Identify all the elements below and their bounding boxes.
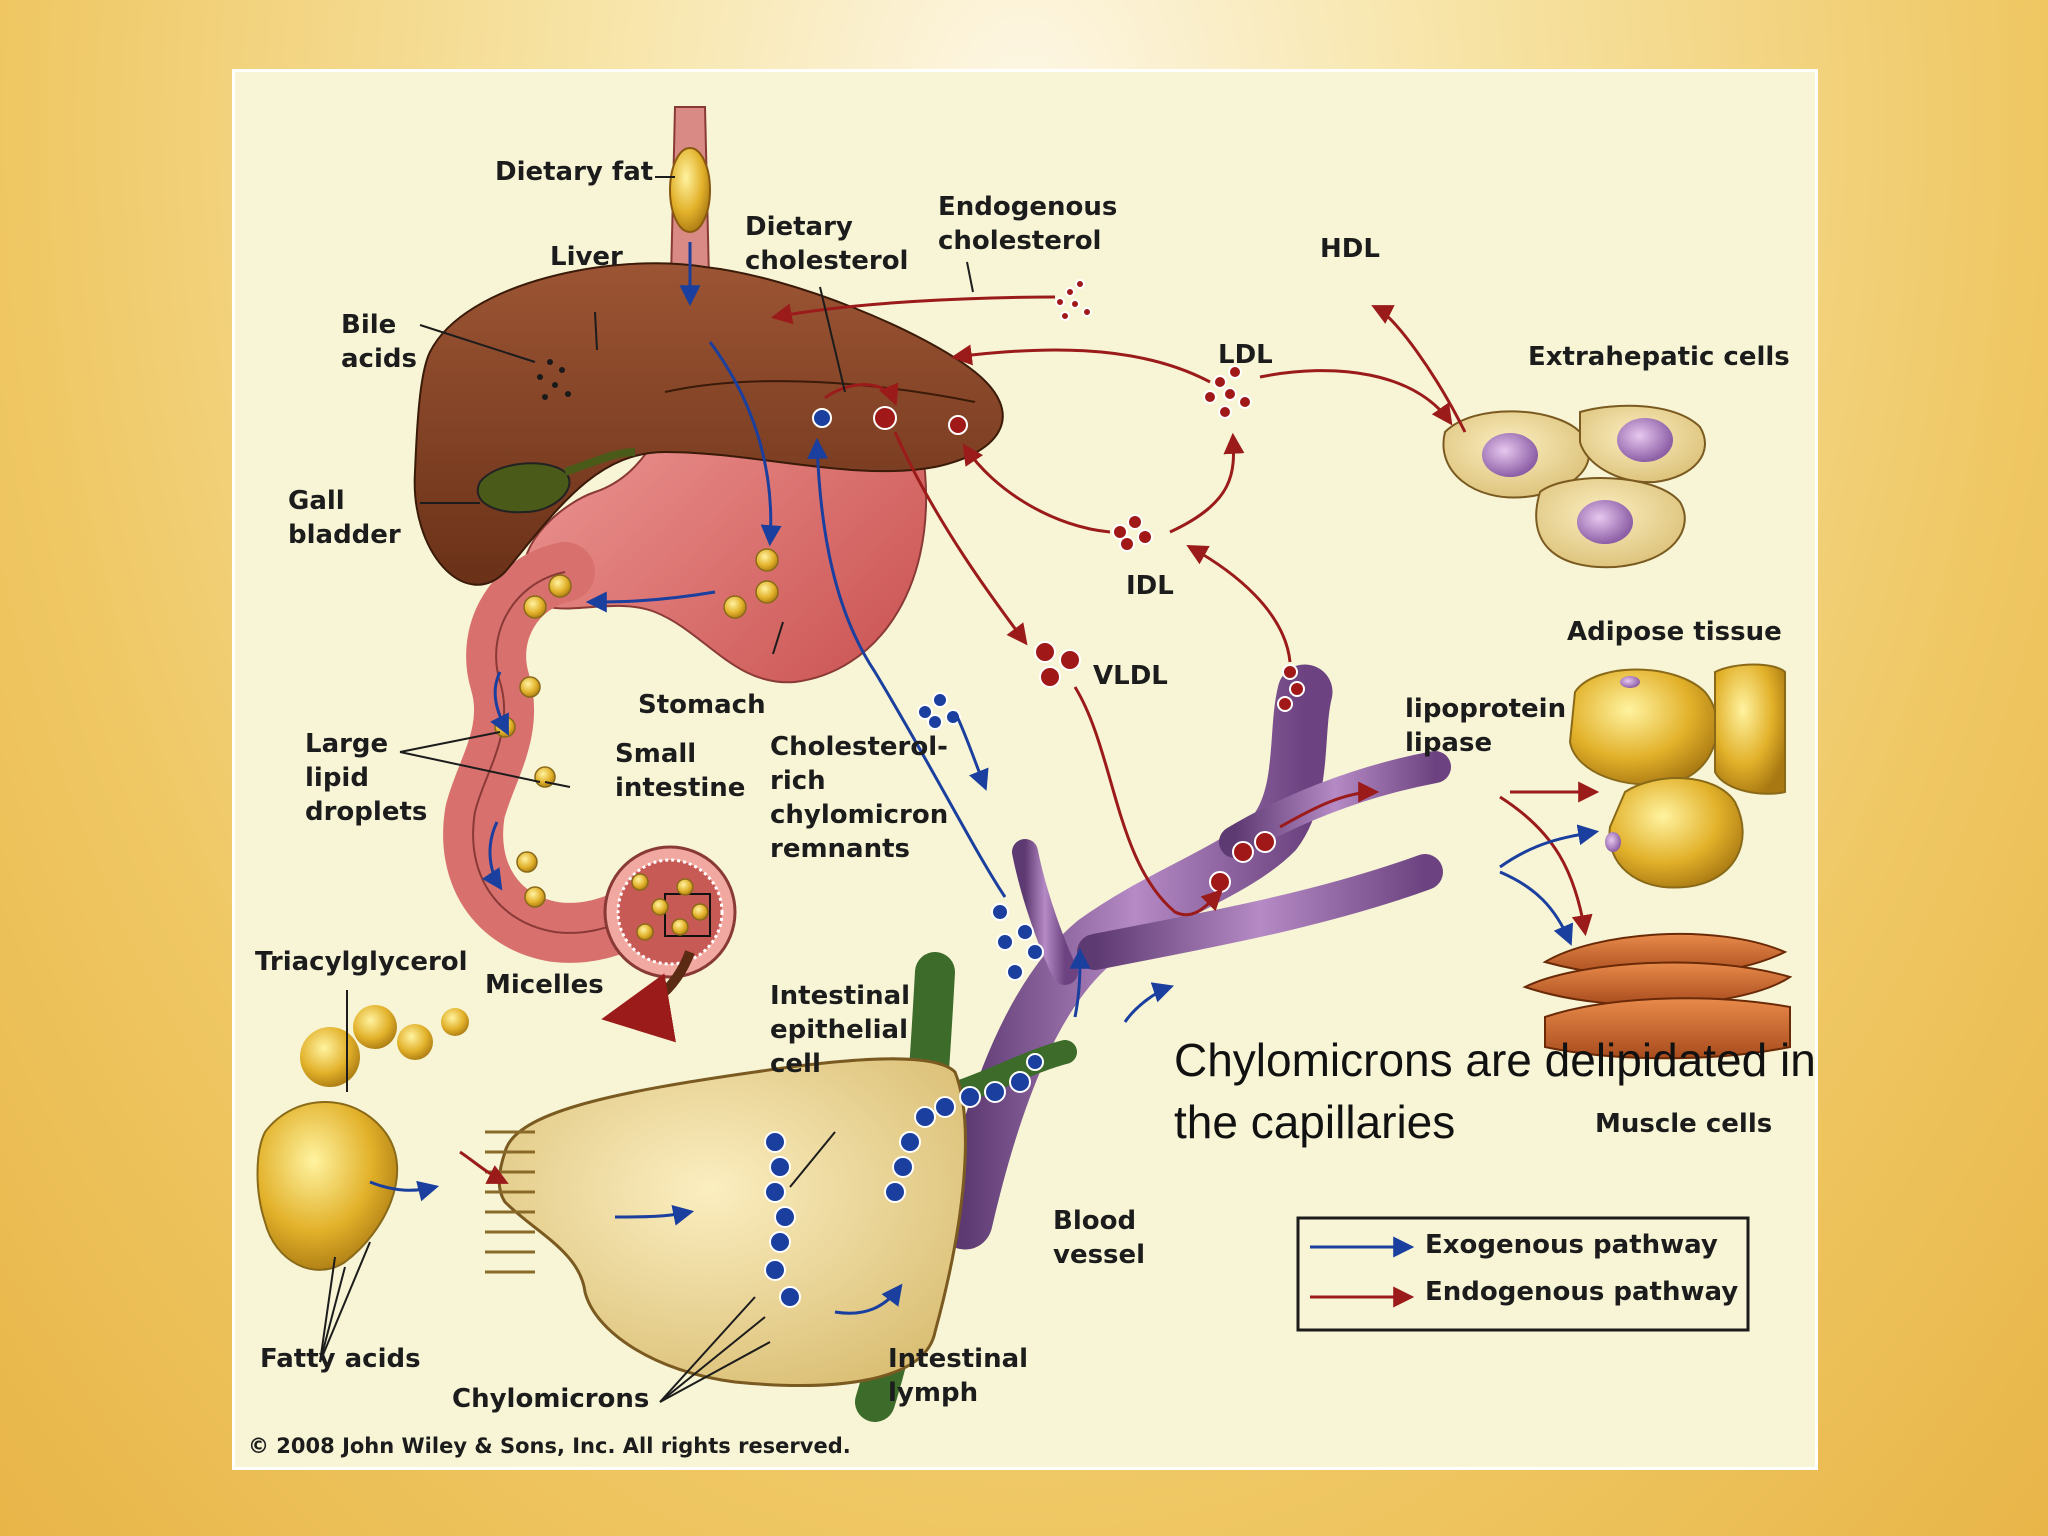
label-gall-bladder: Gall bladder [288, 486, 401, 550]
label-vldl: VLDL [1093, 661, 1168, 691]
label-endogenous-cholesterol: Endogenous cholesterol [938, 192, 1118, 256]
label-triacylglycerol: Triacylglycerol [255, 947, 468, 977]
microvilli [485, 1130, 535, 1274]
bile-acid-dots [537, 359, 571, 400]
blood-vessel-left [1012, 839, 1078, 985]
label-muscle-cells: Muscle cells [1595, 1109, 1773, 1139]
label-bile-acids: Bile acids [341, 310, 417, 374]
label-lipoprotein-lipase: lipoprotein lipase [1405, 694, 1567, 758]
copyright-notice: © 2008 John Wiley & Sons, Inc. All right… [248, 1434, 851, 1458]
micelle-blob [256, 1101, 399, 1271]
legend-exogenous-label: Exogenous pathway [1425, 1230, 1718, 1260]
label-large-lipid-droplets: Large lipid droplets [305, 729, 428, 827]
label-cholesterol-rich-remnants: Cholesterol- rich chylomicron remnants [770, 732, 949, 864]
legend-endogenous-label: Endogenous pathway [1425, 1277, 1739, 1307]
label-stomach: Stomach [638, 690, 766, 720]
blood-vessel-branch-lower [1077, 854, 1443, 970]
label-chylomicrons: Chylomicrons [452, 1384, 650, 1414]
label-fatty-acids: Fatty acids [260, 1344, 421, 1374]
micelle-spheres [300, 1005, 469, 1087]
diagram-panel: Dietary fat Liver Dietary cholesterol En… [235, 72, 1815, 1467]
adipose-cells [1568, 663, 1786, 889]
label-intestinal-epithelial-cell: Intestinal epithelial cell [770, 981, 911, 1079]
gall-bladder-shape [476, 462, 571, 514]
label-hdl: HDL [1320, 234, 1380, 264]
label-small-intestine: Small intestine [615, 739, 746, 803]
label-blood-vessel: Blood vessel [1053, 1206, 1146, 1270]
leader-lines [319, 176, 974, 1403]
lipid-transport-diagram [256, 106, 1793, 1422]
liver-shape [413, 262, 1004, 586]
label-dietary-fat: Dietary fat [495, 157, 654, 187]
extrahepatic-cells [1442, 404, 1706, 569]
label-idl: IDL [1126, 571, 1174, 601]
label-adipose-tissue: Adipose tissue [1567, 617, 1782, 647]
muscle-cells-shape [1522, 932, 1793, 1060]
endogenous-arrows [459, 295, 1600, 1184]
slide-caption: Chylomicrons are delipidated in the capi… [1174, 1034, 1816, 1148]
exogenous-arrows [369, 242, 1600, 1315]
dietary-fat-drop [669, 147, 711, 233]
chylomicron-dots [764, 408, 1044, 1308]
label-ldl: LDL [1218, 340, 1273, 370]
legend-box [1296, 1216, 1750, 1332]
blood-vessel-branch-upper [1219, 751, 1451, 858]
label-intestinal-lymph: Intestinal lymph [888, 1344, 1029, 1408]
label-liver: Liver [550, 242, 623, 272]
label-dietary-cholesterol: Dietary cholesterol [745, 212, 909, 276]
zoom-arrow [601, 950, 695, 1043]
label-extrahepatic-cells: Extrahepatic cells [1528, 342, 1790, 372]
lipid-droplets [494, 548, 779, 941]
label-micelles: Micelles [485, 970, 604, 1000]
epithelial-cell-shape [497, 1057, 967, 1387]
